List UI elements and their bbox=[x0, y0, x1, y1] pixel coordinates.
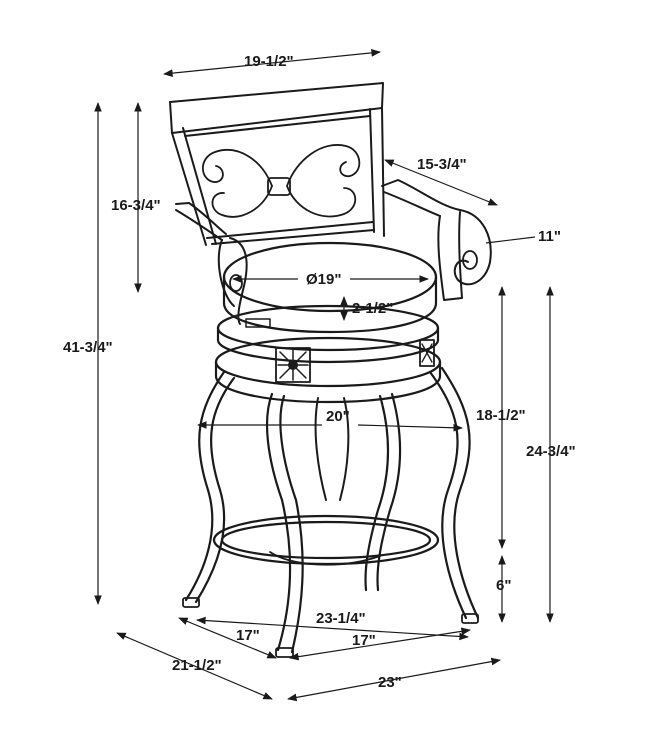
label-back-width: 19-1/2" bbox=[244, 53, 294, 70]
backrest bbox=[169, 82, 385, 246]
stool-drawing bbox=[169, 82, 492, 658]
seat bbox=[222, 241, 438, 334]
label-seat-height-from-ring: 18-1/2" bbox=[476, 407, 526, 424]
label-seat-diameter: Ø19" bbox=[306, 271, 341, 288]
label-overall-height: 41-3/4" bbox=[63, 339, 113, 356]
apron-band bbox=[214, 336, 442, 404]
label-leg-span: 20" bbox=[326, 408, 350, 425]
label-footring-height: 6" bbox=[496, 577, 511, 594]
label-base-side-right: 17" bbox=[352, 632, 376, 649]
label-seat-thickness: 2-1/2" bbox=[352, 300, 393, 317]
label-overall-depth: 21-1/2" bbox=[172, 657, 222, 674]
swivel-ring bbox=[216, 304, 440, 364]
label-overall-width: 23" bbox=[378, 674, 402, 691]
label-base-side-left: 17" bbox=[236, 627, 260, 644]
left-armrest bbox=[175, 202, 248, 325]
foot-ring bbox=[212, 514, 440, 566]
label-seat-height: 24-3/4" bbox=[526, 443, 576, 460]
label-arm-height: 11" bbox=[538, 228, 561, 245]
label-arm-depth: 15-3/4" bbox=[417, 156, 467, 173]
label-back-height: 16-3/4" bbox=[111, 197, 161, 214]
dimension-lines bbox=[94, 49, 554, 702]
back-scroll-ornament bbox=[201, 144, 361, 218]
dimension-labels: 19-1/2" 16-3/4" 41-3/4" 15-3/4" 11" Ø19"… bbox=[63, 53, 576, 691]
label-base-diagonal: 23-1/4" bbox=[316, 610, 366, 627]
